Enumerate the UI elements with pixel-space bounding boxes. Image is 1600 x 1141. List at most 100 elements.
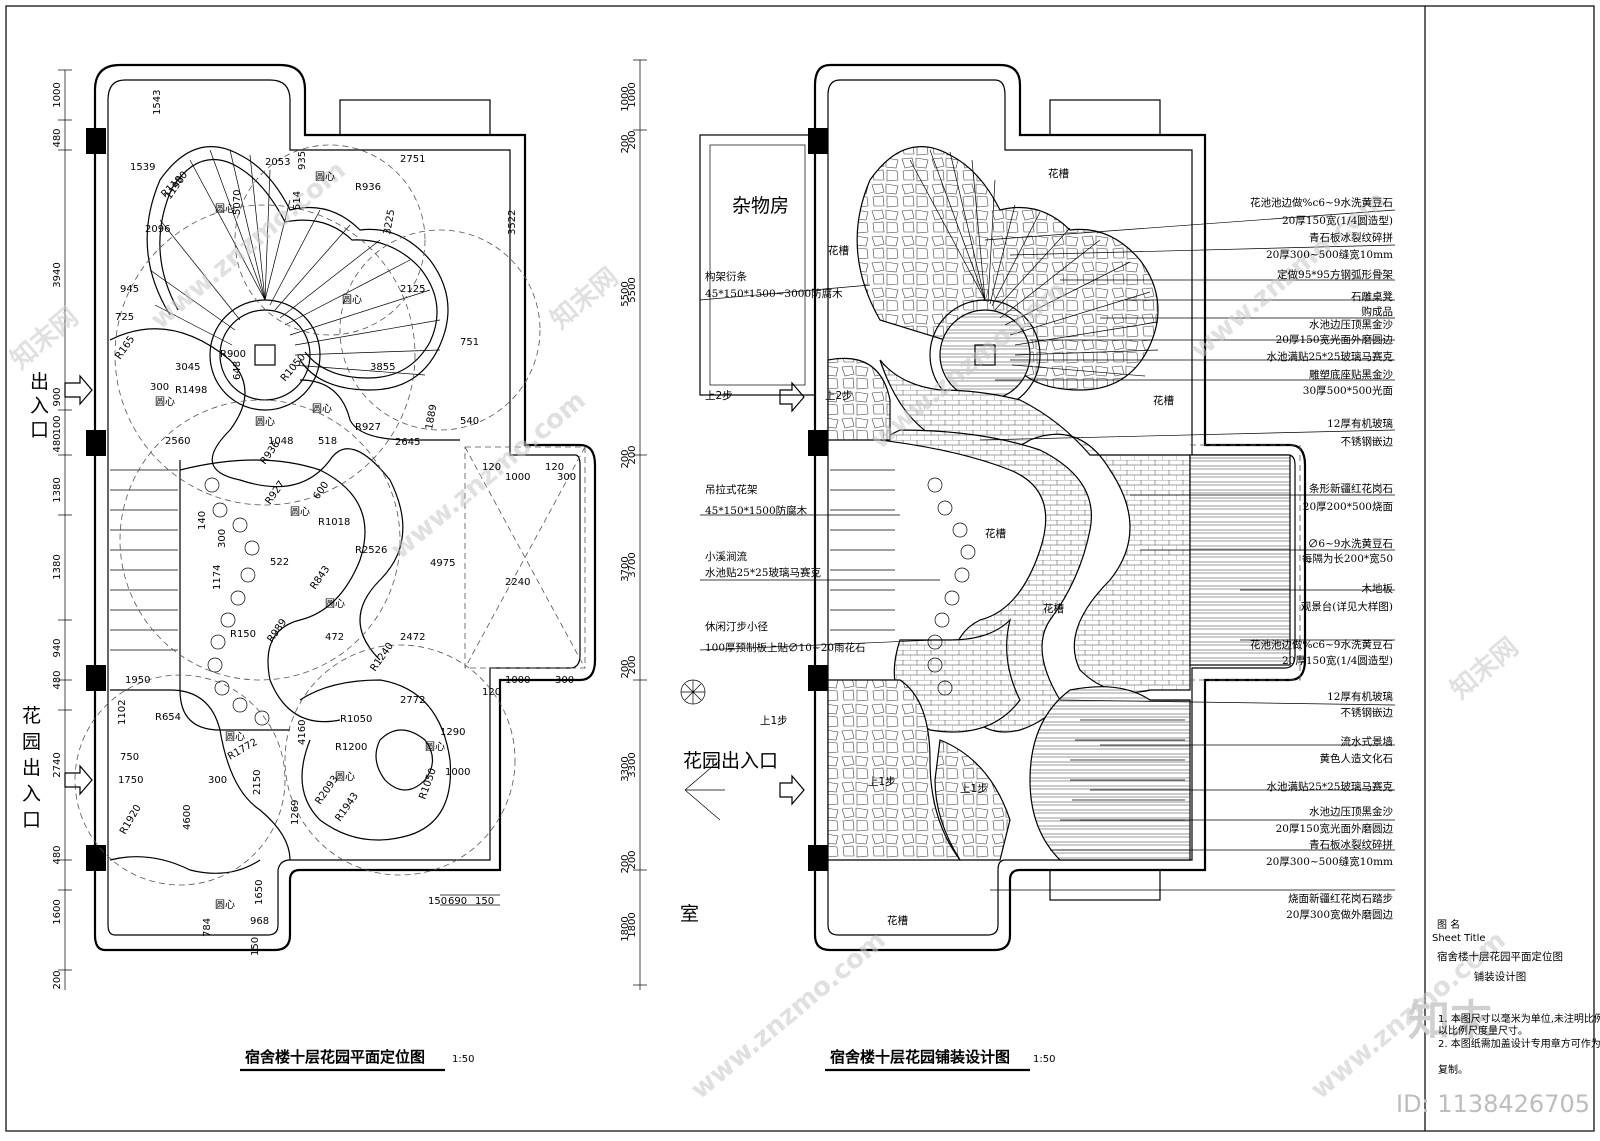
material-note: 青石板冰裂纹碎拼 xyxy=(1309,231,1393,244)
left-plan-title: 宿舍楼十层花园平面定位图 xyxy=(245,1048,425,1066)
dimension-label: R150 xyxy=(230,629,256,640)
dimension-label: 1380 xyxy=(52,554,63,579)
dimension-label: 3300 xyxy=(627,752,638,777)
planter-label: 花槽 xyxy=(1153,394,1175,407)
dimension-label: 300 xyxy=(555,675,574,686)
dimension-label: 750 xyxy=(120,752,139,763)
dimension-label: 3522 xyxy=(507,210,518,235)
material-note: 条形新疆红花岗石 xyxy=(1309,482,1393,495)
storage-room xyxy=(699,134,816,396)
dimension-label: 1800 xyxy=(620,916,631,941)
dimension-label: R2526 xyxy=(355,545,387,556)
dimension-label: 2125 xyxy=(400,284,425,295)
material-note-spec: 100厚预制板上贴∅10~20雨花石 xyxy=(705,641,866,654)
garden-entrance-label: 入 xyxy=(22,783,41,805)
dimension-label: 1000 xyxy=(620,86,631,111)
material-note-spec: 水池贴25*25玻璃马赛克 xyxy=(705,566,821,579)
dimension-label: 200 xyxy=(627,130,638,149)
dimension-label: 200 xyxy=(620,659,631,678)
dimension-label: 514 xyxy=(292,191,303,210)
svg-text:知末网: 知末网 xyxy=(545,262,624,335)
dimension-label: 480 xyxy=(52,433,63,452)
dimension-label: R843 xyxy=(308,564,332,592)
dimension-label: 2053 xyxy=(265,157,290,168)
dimension-label: 1950 xyxy=(125,675,150,686)
dimension-label: R654 xyxy=(155,712,181,723)
dimension-label: 1000 xyxy=(445,767,470,778)
dimension-label: 200 xyxy=(627,655,638,674)
material-note-spec: 20厚150宽(1/4圆造型) xyxy=(1282,654,1393,667)
dimension-label: 935 xyxy=(297,151,308,170)
dimension-label: 690 xyxy=(448,896,467,907)
material-note: 花池池边做%c6~9水洗黄豆石 xyxy=(1250,638,1393,651)
dimension-label: 472 xyxy=(325,632,344,643)
dimension-label: 600 xyxy=(311,480,331,502)
dimension-label: 1000 xyxy=(627,82,638,107)
material-note-spec: 购成品 xyxy=(1362,305,1394,318)
dimension-label: 1800 xyxy=(627,912,638,937)
material-note-spec: 不锈钢嵌边 xyxy=(1341,435,1394,448)
material-note-spec: 每隔为长200*宽50 xyxy=(1302,552,1393,565)
title-block-note: 以比例尺度量尺寸。 xyxy=(1438,1024,1528,1037)
left-plan-scale: 1:50 xyxy=(452,1054,474,1065)
dimension-label: R1050 xyxy=(279,352,308,384)
dimension-label: 4975 xyxy=(430,558,455,569)
material-note-spec: 20厚200*500烧面 xyxy=(1303,500,1393,513)
dimension-label: 200 xyxy=(620,449,631,468)
dimension-label: 1650 xyxy=(254,880,265,905)
material-note-spec: 20厚300~500缝宽10mm xyxy=(1266,248,1393,261)
title-block-note: 2. 本图纸需加盖设计专用章方可作为实际施工之用。 xyxy=(1438,1037,1600,1050)
dimension-label: 725 xyxy=(115,312,134,323)
material-note: 水池满贴25*25玻璃马赛克 xyxy=(1267,350,1394,363)
title-block-note: 1. 本图尺寸以毫米为单位,未注明比例时不得 xyxy=(1438,1012,1600,1025)
material-note: 小溪涧流 xyxy=(705,550,747,563)
dimension-label: 140 xyxy=(197,511,208,530)
dimension-label: 150 xyxy=(475,896,494,907)
logo-watermark: 知末 xyxy=(1408,996,1492,1045)
material-note: ∅6~9水洗黄豆石 xyxy=(1308,537,1393,550)
dimension-label: 2096 xyxy=(145,224,170,235)
material-note-spec: 不锈钢嵌边 xyxy=(1341,706,1394,719)
dimension-label: 5500 xyxy=(620,281,631,306)
storage-room-label: 杂物房 xyxy=(732,195,789,217)
material-note: 石雕桌凳 xyxy=(1351,290,1393,303)
dimension-label: 5500 xyxy=(627,277,638,302)
material-note: 花池池边做%c6~9水洗黄豆石 xyxy=(1250,196,1393,209)
dimension-label: 1048 xyxy=(268,436,293,447)
planter-label: 花槽 xyxy=(985,527,1006,540)
right-plan-title: 宿舍楼十层花园铺装设计图 xyxy=(830,1048,1010,1066)
dimension-label: 200 xyxy=(620,134,631,153)
center-mark-label: 圆心 xyxy=(312,403,332,415)
right-plan-scale: 1:50 xyxy=(1033,1054,1055,1065)
center-mark-label: 圆心 xyxy=(325,598,345,610)
garden-entrance-label: 口 xyxy=(22,809,41,831)
dimension-label: R1943 xyxy=(333,791,361,824)
center-mark-label: 圆心 xyxy=(255,416,275,428)
dimension-label: 648 xyxy=(232,361,243,380)
dimension-label: 2645 xyxy=(395,437,420,448)
dimension-label: 540 xyxy=(460,416,479,427)
dimension-label: 120 xyxy=(545,462,564,473)
center-mark-label: 圆心 xyxy=(342,294,362,306)
garden-entrance-label: 花 xyxy=(22,705,41,727)
material-note-spec: 20厚300~500缝宽10mm xyxy=(1266,855,1393,868)
dimension-label: 200 xyxy=(620,854,631,873)
material-note: 木地板 xyxy=(1362,582,1394,595)
dimension-label: 100 xyxy=(52,415,63,434)
material-note-spec: 观景台(详见大样图) xyxy=(1301,600,1393,613)
material-note-spec: 20厚150宽(1/4圆造型) xyxy=(1282,214,1393,227)
dimension-label: 3225 xyxy=(382,209,397,236)
column xyxy=(86,430,106,456)
entrance-label: 口 xyxy=(30,419,49,441)
dimension-label: 3940 xyxy=(52,262,63,287)
dimension-label: R927 xyxy=(263,479,287,507)
dimension-label: R989 xyxy=(265,617,289,645)
dimension-label: R927 xyxy=(355,422,381,433)
dimension-label: 150 xyxy=(250,937,261,956)
title-block-note: 复制。 xyxy=(1438,1063,1468,1076)
center-mark-label: 圆心 xyxy=(215,203,235,215)
dimension-label: 3700 xyxy=(627,552,638,577)
dimension-label: 1269 xyxy=(290,800,301,825)
garden-entrance-label: 出 xyxy=(22,757,41,779)
